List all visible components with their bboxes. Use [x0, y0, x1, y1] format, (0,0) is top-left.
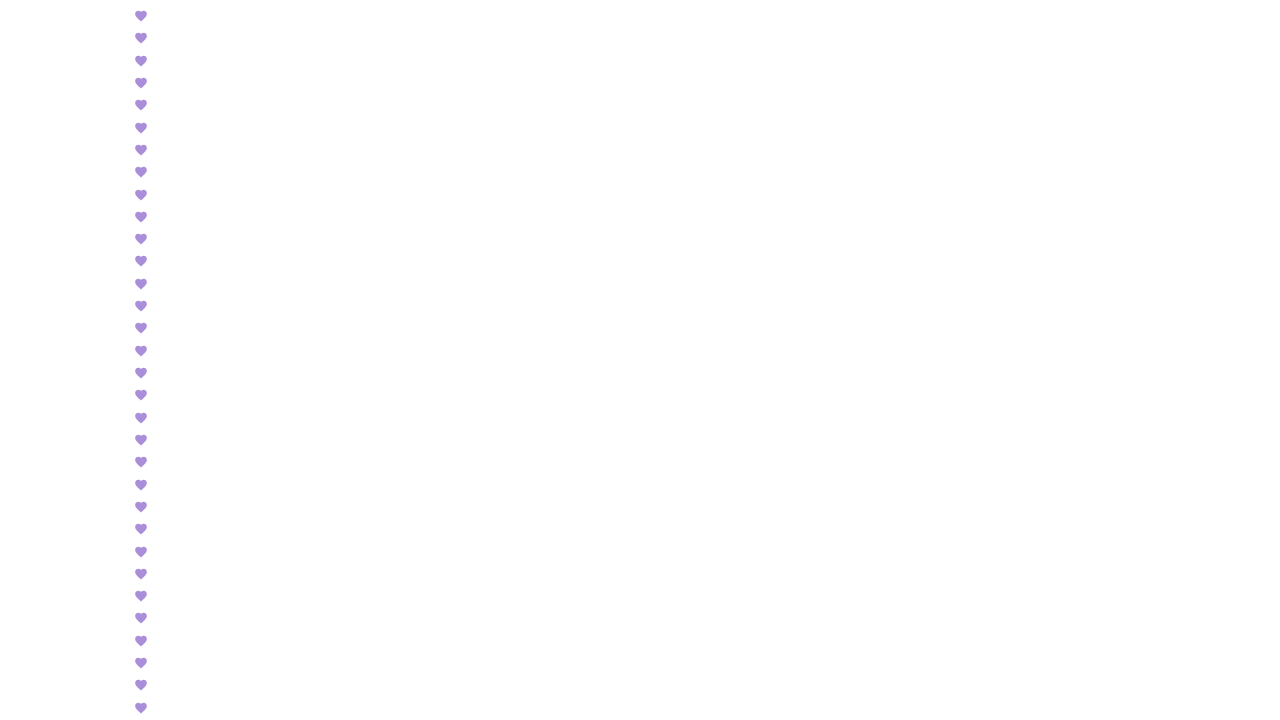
heart-icon — [134, 567, 148, 581]
heart-icon — [134, 522, 148, 536]
list-item — [134, 634, 148, 648]
list-item — [134, 254, 148, 268]
heart-icon — [134, 143, 148, 157]
heart-icon — [134, 321, 148, 335]
list-item — [134, 522, 148, 536]
list-item — [134, 701, 148, 715]
list-item — [134, 321, 148, 335]
heart-icon — [134, 299, 148, 313]
list-item — [134, 76, 148, 90]
list-item — [134, 277, 148, 291]
heart-icon — [134, 232, 148, 246]
heart-icon — [134, 678, 148, 692]
heart-icon — [134, 366, 148, 380]
heart-icon — [134, 344, 148, 358]
list-item — [134, 545, 148, 559]
list-item — [134, 98, 148, 112]
heart-icon — [134, 545, 148, 559]
list-item — [134, 500, 148, 514]
heart-icon — [134, 388, 148, 402]
list-item — [134, 165, 148, 179]
list-item — [134, 344, 148, 358]
heart-icon — [134, 500, 148, 514]
heart-icon — [134, 165, 148, 179]
heart-icon — [134, 210, 148, 224]
heart-icon — [134, 98, 148, 112]
list-item — [134, 455, 148, 469]
heart-icon — [134, 31, 148, 45]
heart-icon — [134, 188, 148, 202]
list-item — [134, 188, 148, 202]
heart-icon — [134, 411, 148, 425]
list-item — [134, 611, 148, 625]
heart-icon — [134, 478, 148, 492]
list-item — [134, 121, 148, 135]
list-item — [134, 567, 148, 581]
heart-list — [134, 9, 148, 720]
list-item — [134, 411, 148, 425]
list-item — [134, 299, 148, 313]
heart-icon — [134, 9, 148, 23]
heart-icon — [134, 54, 148, 68]
list-item — [134, 232, 148, 246]
heart-icon — [134, 634, 148, 648]
heart-icon — [134, 121, 148, 135]
heart-icon — [134, 611, 148, 625]
heart-icon — [134, 656, 148, 670]
list-item — [134, 656, 148, 670]
heart-icon — [134, 455, 148, 469]
heart-icon — [134, 433, 148, 447]
heart-icon — [134, 589, 148, 603]
heart-icon — [134, 277, 148, 291]
list-item — [134, 9, 148, 23]
heart-icon — [134, 76, 148, 90]
list-item — [134, 388, 148, 402]
list-item — [134, 366, 148, 380]
heart-icon — [134, 254, 148, 268]
heart-icon — [134, 701, 148, 715]
list-item — [134, 210, 148, 224]
list-item — [134, 678, 148, 692]
list-item — [134, 478, 148, 492]
list-item — [134, 433, 148, 447]
list-item — [134, 31, 148, 45]
list-item — [134, 143, 148, 157]
list-item — [134, 589, 148, 603]
list-item — [134, 54, 148, 68]
